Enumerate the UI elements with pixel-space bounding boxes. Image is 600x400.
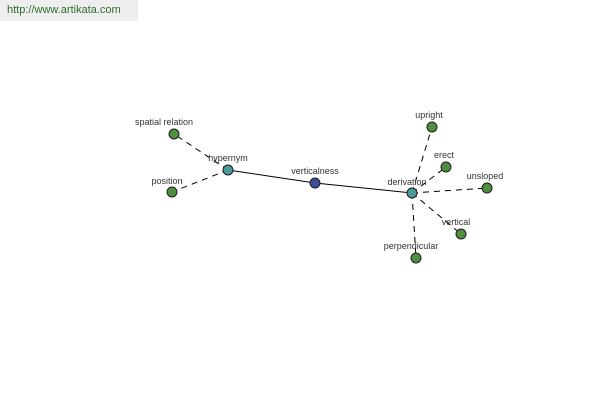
node-vertical[interactable]: [455, 228, 467, 240]
label-verticalness[interactable]: verticalness: [291, 166, 339, 176]
node-erect[interactable]: [440, 161, 452, 173]
node-upright[interactable]: [426, 121, 438, 133]
label-vertical[interactable]: vertical: [442, 217, 471, 227]
label-spatial-relation[interactable]: spatial relation: [135, 117, 193, 127]
edge-derivation-upright: [411, 126, 433, 194]
edge-derivation-erect: [411, 166, 447, 194]
label-unsloped[interactable]: unsloped: [467, 171, 504, 181]
node-hypernym[interactable]: [222, 164, 234, 176]
label-hypernym[interactable]: hypernym: [208, 153, 248, 163]
label-derivation[interactable]: derivation: [387, 177, 426, 187]
label-erect[interactable]: erect: [434, 150, 455, 160]
graph-nodes: [166, 121, 493, 264]
node-spatial-relation[interactable]: [168, 128, 180, 140]
graph-edges: [171, 126, 488, 259]
site-url[interactable]: http://www.artikata.com: [0, 0, 138, 21]
edge-verticalness-hypernym: [227, 169, 316, 184]
node-position[interactable]: [166, 186, 178, 198]
edge-hypernym-spatial_relation: [173, 133, 229, 171]
node-perpendicular[interactable]: [410, 252, 422, 264]
label-upright[interactable]: upright: [415, 110, 443, 120]
node-derivation[interactable]: [406, 187, 418, 199]
node-verticalness[interactable]: [309, 177, 321, 189]
node-unsloped[interactable]: [481, 182, 493, 194]
graph-labels: verticalness hypernym derivation spatial re…: [135, 110, 503, 251]
label-position[interactable]: position: [151, 176, 182, 186]
edge-derivation-vertical: [411, 192, 462, 235]
edge-verticalness-derivation: [314, 182, 413, 194]
edge-derivation-unsloped: [411, 187, 488, 194]
label-perpendicular[interactable]: perpendicular: [384, 241, 439, 251]
